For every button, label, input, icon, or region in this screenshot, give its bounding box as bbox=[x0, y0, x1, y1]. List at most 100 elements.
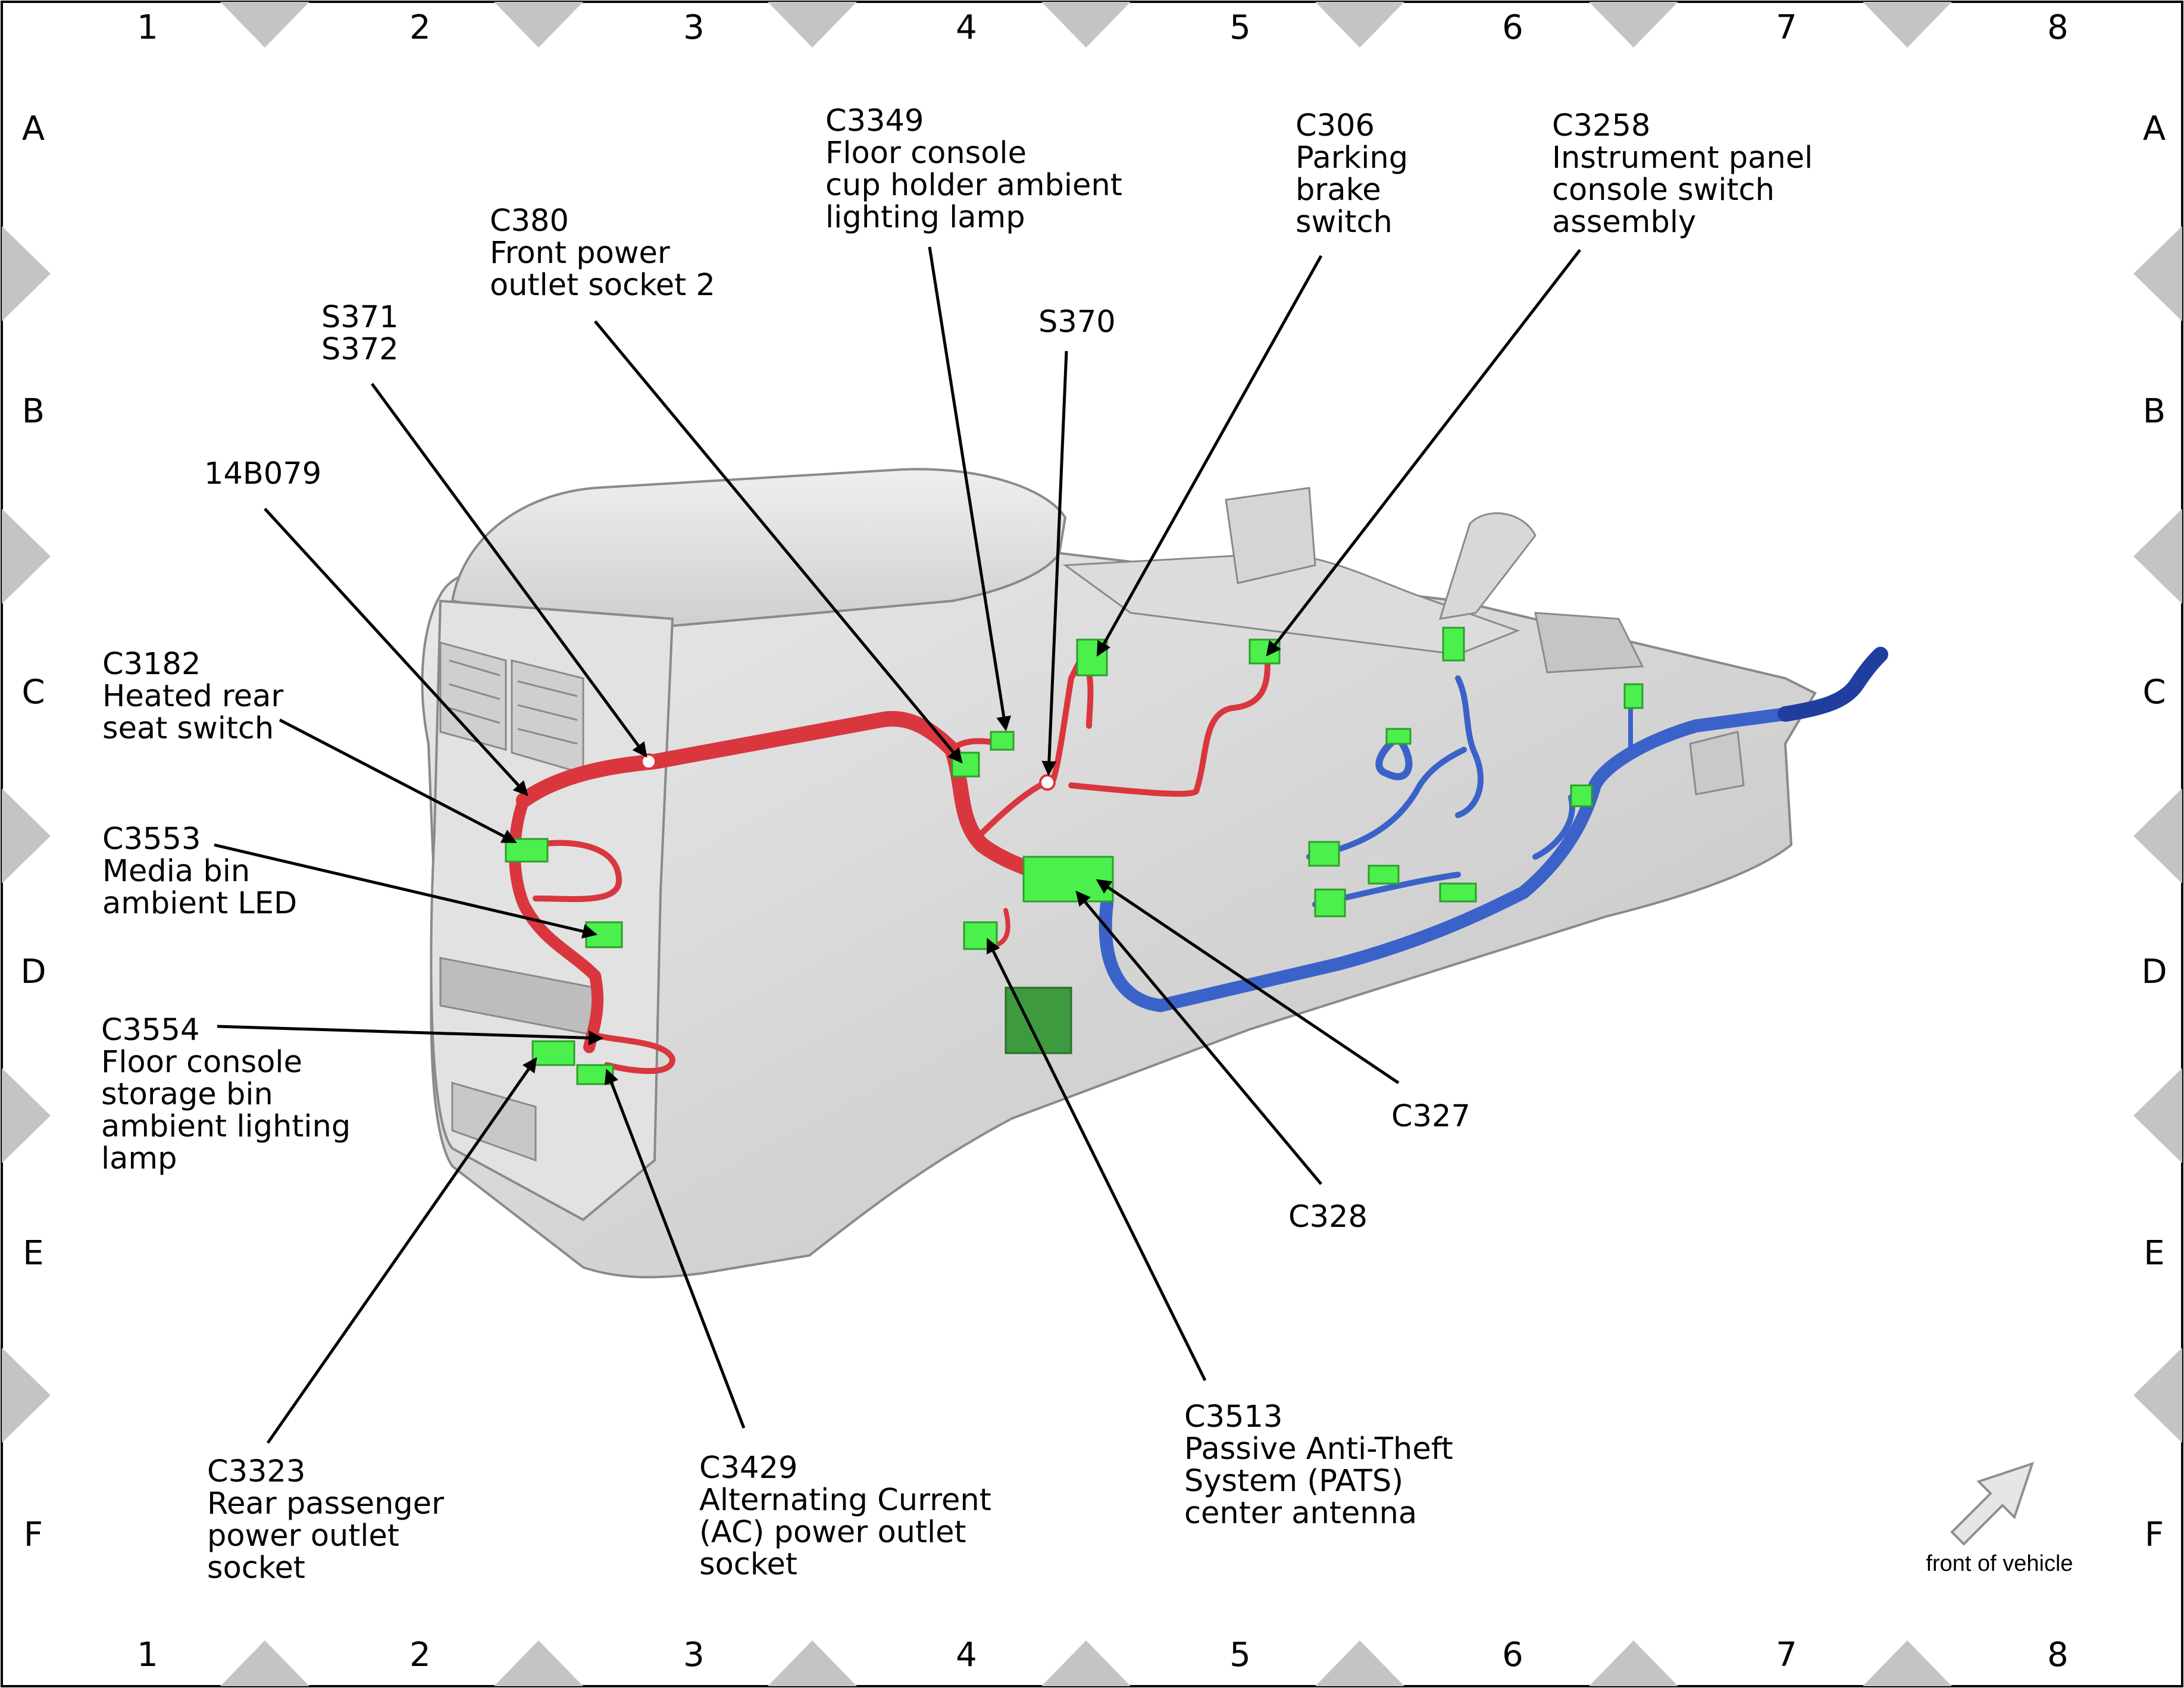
grid-row-label: D bbox=[2141, 953, 2167, 991]
connector-blue-3 bbox=[1368, 865, 1400, 885]
grid-row-label: C bbox=[21, 673, 45, 712]
splice-s371-s372 bbox=[640, 753, 657, 770]
callout-s370: S370 bbox=[1038, 305, 1116, 340]
callout-line: lamp bbox=[101, 1141, 177, 1176]
grid-row-label: B bbox=[22, 392, 45, 431]
frame-marker bbox=[2, 1348, 51, 1443]
grid-column-label: 3 bbox=[683, 1636, 705, 1674]
callout-line: Floor console bbox=[101, 1045, 302, 1080]
grid-row-label: B bbox=[2143, 392, 2166, 431]
arrow-up-right-icon bbox=[1950, 1461, 2035, 1546]
callout-line: assembly bbox=[1552, 205, 1696, 240]
connector-blue-6 bbox=[1385, 728, 1412, 745]
splice-s370 bbox=[1039, 774, 1056, 791]
callout-line: outlet socket 2 bbox=[490, 268, 715, 303]
frame-marker bbox=[2, 1068, 51, 1163]
callout-line: C327 bbox=[1391, 1099, 1470, 1134]
callout-line: C3258 bbox=[1552, 108, 1650, 143]
connector-c3182 bbox=[505, 838, 549, 863]
grid-column-label: 4 bbox=[956, 1636, 977, 1674]
callout-line: Alternating Current bbox=[699, 1483, 991, 1518]
frame-marker bbox=[1315, 1640, 1404, 1686]
callout-line: C3513 bbox=[1184, 1399, 1282, 1435]
callout-line: cup holder ambient bbox=[825, 168, 1122, 203]
frame-marker bbox=[1315, 2, 1404, 48]
connector-c3349 bbox=[990, 731, 1015, 751]
grid-row-label: E bbox=[23, 1234, 43, 1273]
grid-column-label: 5 bbox=[1229, 8, 1251, 47]
frame-marker bbox=[768, 2, 857, 48]
callout-line: Rear passenger bbox=[207, 1486, 444, 1521]
frame-marker bbox=[2, 509, 51, 604]
grid-column-label: 8 bbox=[2047, 1636, 2069, 1674]
frame-marker bbox=[768, 1640, 857, 1686]
frame-marker bbox=[2, 788, 51, 884]
grid-column-label: 6 bbox=[1502, 1636, 1523, 1674]
grid-column-label: 3 bbox=[683, 8, 705, 47]
callout-line: Parking bbox=[1296, 140, 1408, 176]
frame-marker bbox=[1589, 2, 1678, 48]
grid-column-label: 1 bbox=[137, 1636, 158, 1674]
connector-blue-8 bbox=[1623, 683, 1644, 709]
callout-line: ambient LED bbox=[102, 886, 297, 921]
frame-marker bbox=[2133, 509, 2182, 604]
callout-line: brake bbox=[1296, 173, 1381, 208]
callout-line: C3554 bbox=[101, 1013, 199, 1048]
frame-marker bbox=[494, 2, 583, 48]
callout-line: C328 bbox=[1288, 1200, 1368, 1235]
grid-row-label: A bbox=[22, 109, 45, 148]
connector-c327 bbox=[1022, 856, 1114, 903]
connector-c306 bbox=[1076, 638, 1108, 677]
callout-line: 14B079 bbox=[204, 456, 321, 491]
frame-marker bbox=[220, 1640, 309, 1686]
callout-c327: C327 bbox=[1391, 1099, 1470, 1134]
grid-row-label: F bbox=[2145, 1515, 2164, 1554]
callout-line: System (PATS) bbox=[1184, 1464, 1403, 1499]
callout-c328: C328 bbox=[1288, 1200, 1368, 1235]
floor-console-illustration bbox=[421, 468, 1888, 1279]
callout-line: storage bin bbox=[101, 1077, 273, 1112]
connector-c3554 bbox=[531, 1040, 575, 1066]
frame-marker bbox=[2133, 226, 2182, 321]
callout-line: Floor console bbox=[825, 136, 1027, 171]
frame-marker bbox=[1589, 1640, 1678, 1686]
callout-line: Instrument panel bbox=[1552, 140, 1813, 176]
frame-marker bbox=[1863, 1640, 1952, 1686]
connector-blue-4 bbox=[1439, 882, 1477, 903]
front-of-vehicle-indicator: front of vehicle bbox=[1926, 1461, 2073, 1576]
frame-marker bbox=[2, 226, 51, 321]
callout-line: Heated rear bbox=[102, 679, 283, 714]
grid-column-label: 2 bbox=[409, 1636, 431, 1674]
grid-row-label: A bbox=[2143, 109, 2166, 148]
callout-line: console switch bbox=[1552, 173, 1775, 208]
frame-marker bbox=[1863, 2, 1952, 48]
grid-row-label: F bbox=[24, 1515, 43, 1554]
callout-line: Front power bbox=[490, 236, 670, 271]
callout-line: Media bin bbox=[102, 854, 250, 889]
connector-blue-2 bbox=[1314, 888, 1346, 917]
frame-marker bbox=[494, 1640, 583, 1686]
grid-column-label: 7 bbox=[1776, 8, 1797, 47]
grid-column-label: 8 bbox=[2047, 8, 2069, 47]
grid-column-label: 1 bbox=[137, 8, 158, 47]
grid-column-label: 6 bbox=[1502, 8, 1523, 47]
frame-marker bbox=[1041, 2, 1131, 48]
frame-marker bbox=[220, 2, 309, 48]
grid-row-label: C bbox=[2142, 673, 2166, 712]
callout-line: S370 bbox=[1038, 305, 1116, 340]
callout-line: C380 bbox=[490, 203, 569, 239]
frame-marker bbox=[1041, 1640, 1131, 1686]
